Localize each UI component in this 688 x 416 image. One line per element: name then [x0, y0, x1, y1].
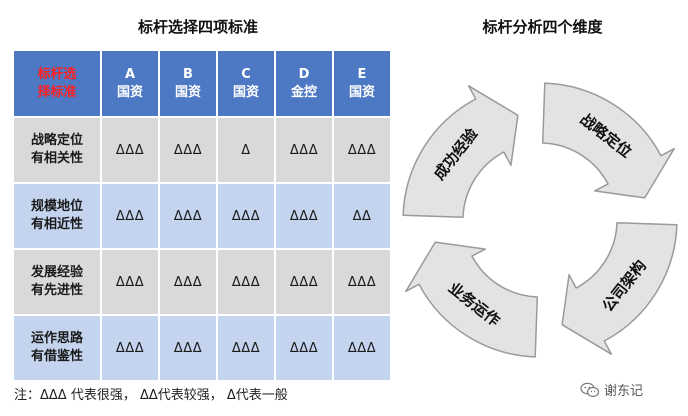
rating-cell: ΔΔΔ	[102, 184, 158, 248]
table-row: 发展经验有先进性 ΔΔΔ ΔΔΔ ΔΔΔ ΔΔΔ ΔΔΔ	[14, 250, 390, 314]
rating-cell: ΔΔΔ	[160, 316, 216, 380]
row-label: 规模地位有相近性	[14, 184, 100, 248]
rating-cell: ΔΔΔ	[102, 316, 158, 380]
rating-cell: ΔΔΔ	[218, 316, 274, 380]
rating-cell: ΔΔΔ	[334, 118, 390, 182]
row-label: 发展经验有先进性	[14, 250, 100, 314]
rating-cell: ΔΔΔ	[160, 118, 216, 182]
cycle-title: 标杆分析四个维度	[482, 18, 603, 36]
table-row: 规模地位有相近性 ΔΔΔ ΔΔΔ ΔΔΔ ΔΔΔ ΔΔ	[14, 184, 390, 248]
rating-cell: ΔΔΔ	[160, 250, 216, 314]
rating-cell: ΔΔΔ	[218, 184, 274, 248]
row-label: 运作思路有借鉴性	[14, 316, 100, 380]
rating-cell: ΔΔΔ	[276, 316, 332, 380]
wechat-icon	[580, 382, 600, 397]
criteria-header: 标杆选 择标准	[14, 51, 100, 116]
cycle-arrow	[541, 82, 675, 199]
table-row: 战略定位有相关性 ΔΔΔ ΔΔΔ Δ ΔΔΔ ΔΔΔ	[14, 118, 390, 182]
rating-cell: ΔΔ	[334, 184, 390, 248]
cycle-arrow	[561, 221, 678, 355]
rating-cell: ΔΔΔ	[102, 250, 158, 314]
table-title: 标杆选择四项标准	[137, 18, 258, 36]
table-row: 运作思路有借鉴性 ΔΔΔ ΔΔΔ ΔΔΔ ΔΔΔ ΔΔΔ	[14, 316, 390, 380]
rating-cell: Δ	[218, 118, 274, 182]
rating-cell: ΔΔΔ	[160, 184, 216, 248]
row-label: 战略定位有相关性	[14, 118, 100, 182]
rating-cell: ΔΔΔ	[102, 118, 158, 182]
rating-cell: ΔΔΔ	[276, 184, 332, 248]
rating-cell: ΔΔΔ	[218, 250, 274, 314]
watermark: 谢东记	[580, 380, 643, 399]
rating-cell: ΔΔΔ	[334, 316, 390, 380]
cycle-arrow	[405, 241, 539, 358]
cycle-arrow	[402, 85, 519, 219]
legend-note: 注：ΔΔΔ 代表很强， ΔΔ代表较强， Δ代表一般	[14, 388, 288, 403]
rating-cell: ΔΔΔ	[334, 250, 390, 314]
rating-cell: ΔΔΔ	[276, 118, 332, 182]
rating-cell: ΔΔΔ	[276, 250, 332, 314]
